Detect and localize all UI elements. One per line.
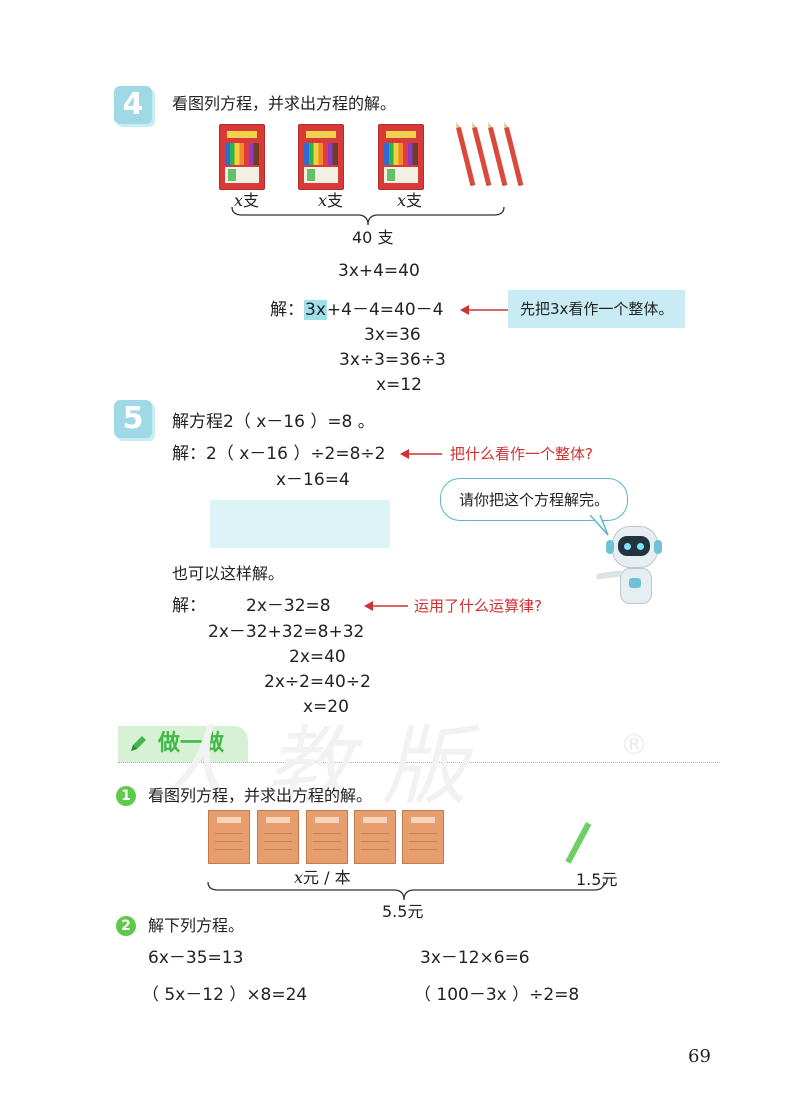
alt-solution-line-2: 2x－32+32=8+32	[208, 622, 365, 642]
practice-title: 做一做	[158, 731, 225, 756]
total-label: 40 支	[352, 228, 394, 247]
equation-4: （ 100－3x ）÷2=8	[414, 985, 580, 1005]
q5-red-note-2: 运用了什么运算律?	[414, 597, 542, 615]
q4-solution-line-2: 3x=36	[364, 325, 421, 345]
q5-solution-line-2: x－16=4	[276, 470, 350, 490]
practice-item-2-prompt: 解下列方程。	[148, 916, 245, 935]
notebook-5	[402, 810, 444, 864]
arrow-left-icon	[460, 305, 508, 315]
practice-total-label: 5.5元	[382, 902, 424, 921]
watermark: 人教版	[150, 717, 498, 817]
robot-mascot	[595, 524, 666, 608]
question-4-prompt: 看图列方程，并求出方程的解。	[172, 94, 397, 113]
pen-icon	[565, 822, 592, 864]
total-brace	[231, 206, 505, 226]
speech-bubble: 请你把这个方程解完。	[440, 478, 629, 521]
q4-equation: 3x+4=40	[338, 261, 420, 281]
arrow-left-icon	[400, 449, 442, 459]
practice-item-1-prompt: 看图列方程，并求出方程的解。	[148, 786, 373, 805]
color-pencil-box-3	[378, 124, 424, 190]
pencil-1	[456, 126, 476, 187]
question-5-number: 5	[114, 400, 152, 438]
pencil-4	[504, 126, 524, 187]
registered-mark: ®	[620, 728, 648, 761]
equation-2: 3x－12×6=6	[420, 948, 530, 968]
practice-item-1-number: 1	[116, 786, 136, 806]
alt-solution-line-1: 2x－32=8	[246, 596, 331, 616]
color-pencil-box-1	[219, 124, 265, 190]
practice-header: 做一做	[118, 726, 248, 762]
alt-solution-line-3: 2x=40	[289, 647, 346, 667]
bubble-tail	[590, 515, 609, 536]
alt-solution-line-4: 2x÷2=40÷2	[264, 672, 371, 692]
pencil-2	[472, 126, 492, 187]
per-book-label: x元 / 本	[294, 868, 351, 887]
page-number: 69	[688, 1046, 711, 1067]
pencil-icon	[131, 736, 146, 751]
q5-solution-line-1: 解：2（ x－16 ）÷2=8÷2	[172, 444, 386, 464]
practice-item-2-number: 2	[116, 916, 136, 936]
notebook-1	[208, 810, 250, 864]
pen-price-label: 1.5元	[576, 870, 618, 889]
notebook-4	[354, 810, 396, 864]
answer-blank[interactable]	[210, 500, 390, 548]
equation-1: 6x－35=13	[148, 948, 244, 968]
color-pencil-box-2	[298, 124, 344, 190]
alt-solution-line-5: x=20	[303, 697, 349, 717]
box-3-label: x支	[397, 191, 423, 210]
equation-3: （ 5x－12 ）×8=24	[142, 985, 308, 1005]
alt-solution-prefix: 解：	[172, 596, 206, 616]
box-2-label: x支	[318, 191, 344, 210]
q4-solution-line-1: 解：3x+4－4=40－4	[270, 300, 444, 320]
highlight-3x: 3x	[304, 300, 327, 320]
question-4-number: 4	[114, 86, 152, 124]
notebook-3	[306, 810, 348, 864]
practice-divider	[118, 762, 720, 763]
q5-red-note-1: 把什么看作一个整体?	[450, 445, 593, 463]
box-1-label: x支	[234, 191, 260, 210]
total-brace	[207, 881, 605, 901]
q4-solution-line-4: x=12	[376, 375, 422, 395]
hint-box: 先把3x看作一个整体。	[508, 290, 686, 328]
notebook-2	[257, 810, 299, 864]
pencil-3	[488, 126, 508, 187]
q4-solution-line-3: 3x÷3=36÷3	[339, 350, 446, 370]
arrow-left-icon	[364, 601, 408, 611]
question-5-prompt: 解方程2（ x－16 ）=8 。	[172, 412, 375, 432]
alt-method-intro: 也可以这样解。	[172, 564, 285, 583]
